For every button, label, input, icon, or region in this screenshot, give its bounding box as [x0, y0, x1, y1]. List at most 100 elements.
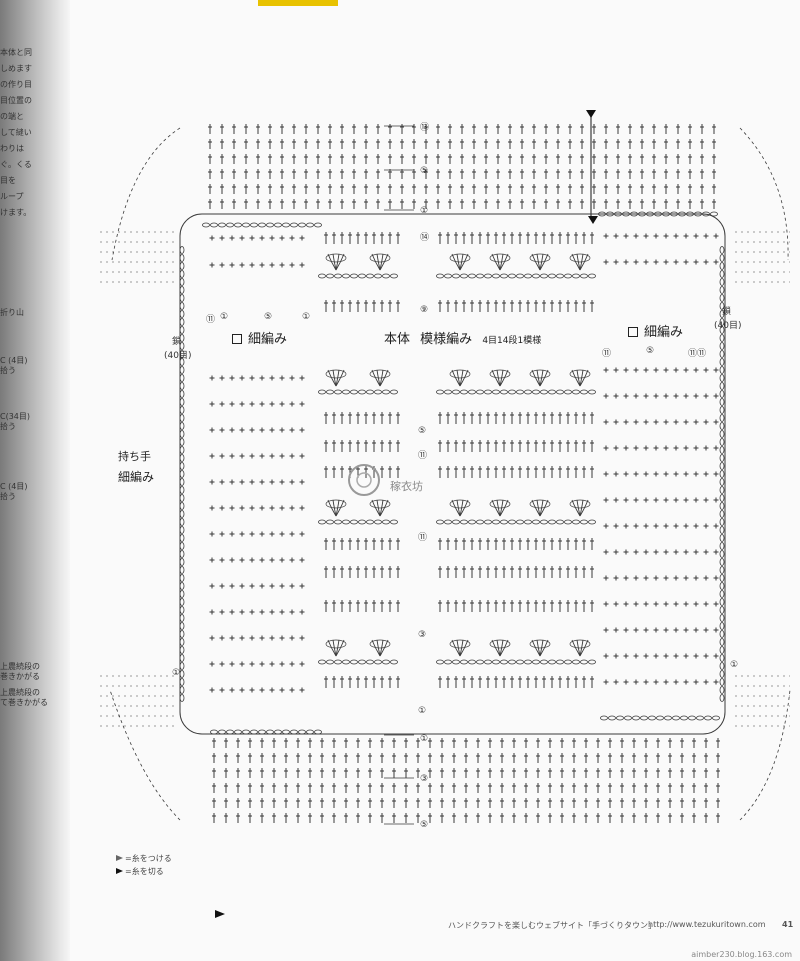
- shell-top-mark: [489, 639, 511, 649]
- double-crochet-mark: [380, 813, 384, 823]
- chain-stitch-mark: [476, 659, 484, 665]
- chain-stitch-mark: [326, 389, 334, 395]
- chain-stitch-mark: [179, 302, 185, 310]
- double-crochet-mark: [248, 753, 252, 763]
- double-crochet-mark: [344, 813, 348, 823]
- single-crochet-mark: [239, 479, 245, 485]
- single-crochet-mark: [279, 479, 285, 485]
- right-section-text: 細編み: [644, 325, 684, 340]
- single-crochet-mark: [279, 583, 285, 589]
- double-crochet-mark: [704, 798, 708, 808]
- double-crochet-mark: [208, 184, 212, 194]
- single-crochet-mark: [249, 375, 255, 381]
- row-marker: ①: [302, 312, 311, 322]
- double-crochet-mark: [440, 753, 444, 763]
- shell-top-mark: [449, 369, 471, 379]
- double-crochet-mark: [464, 813, 468, 823]
- double-crochet-mark: [364, 412, 368, 424]
- outer-arc-line: [739, 127, 789, 261]
- single-crochet-mark: [269, 235, 275, 241]
- single-crochet-mark: [633, 653, 639, 659]
- double-crochet-mark: [320, 768, 324, 778]
- double-crochet-mark: [308, 768, 312, 778]
- chain-stitch-mark: [719, 478, 725, 486]
- chain-stitch-mark: [588, 389, 596, 395]
- double-crochet-mark: [494, 566, 498, 578]
- double-crochet-mark: [412, 139, 416, 149]
- chain-stitch-mark: [630, 211, 638, 217]
- double-crochet-mark: [446, 676, 450, 688]
- double-crochet-mark: [536, 813, 540, 823]
- double-crochet-mark: [356, 753, 360, 763]
- chain-stitch-mark: [358, 273, 366, 279]
- double-crochet-mark: [392, 798, 396, 808]
- double-crochet-mark: [518, 466, 522, 478]
- double-crochet-mark: [542, 566, 546, 578]
- chain-stitch-mark: [719, 326, 725, 334]
- single-crochet-mark: [279, 661, 285, 667]
- single-crochet-mark: [299, 427, 305, 433]
- double-crochet-mark: [478, 412, 482, 424]
- double-crochet-mark: [208, 154, 212, 164]
- double-crochet-mark: [446, 440, 450, 452]
- double-crochet-mark: [582, 412, 586, 424]
- double-crochet-mark: [388, 538, 392, 550]
- chain-stitch-mark: [306, 729, 314, 735]
- double-crochet-mark: [712, 169, 716, 179]
- double-crochet-mark: [534, 232, 538, 244]
- single-crochet-mark: [239, 583, 245, 589]
- gutter-c34-note: C(34目): [0, 412, 31, 421]
- double-crochet-mark: [544, 154, 548, 164]
- shell-top-mark: [449, 639, 471, 649]
- single-crochet-mark: [693, 445, 699, 451]
- single-crochet-mark: [603, 393, 609, 399]
- double-crochet-mark: [550, 538, 554, 550]
- double-crochet-mark: [500, 798, 504, 808]
- double-crochet-mark: [340, 199, 344, 209]
- double-crochet-mark: [700, 199, 704, 209]
- double-crochet-mark: [510, 566, 514, 578]
- chain-stitch-mark: [318, 519, 326, 525]
- single-crochet-mark: [613, 419, 619, 425]
- single-crochet-mark: [603, 471, 609, 477]
- double-crochet-mark: [356, 798, 360, 808]
- double-crochet-mark: [340, 139, 344, 149]
- double-crochet-mark: [452, 738, 456, 748]
- double-crochet-mark: [232, 169, 236, 179]
- double-crochet-mark: [454, 600, 458, 612]
- double-crochet-mark: [220, 184, 224, 194]
- double-crochet-mark: [392, 783, 396, 793]
- chain-stitch-mark: [532, 519, 540, 525]
- double-crochet-mark: [676, 124, 680, 134]
- double-crochet-mark: [558, 440, 562, 452]
- double-crochet-mark: [664, 154, 668, 164]
- row-marker: ①: [420, 734, 429, 744]
- double-crochet-mark: [476, 753, 480, 763]
- chain-stitch-mark: [719, 334, 725, 342]
- double-crochet-mark: [568, 139, 572, 149]
- single-crochet-mark: [239, 375, 245, 381]
- double-crochet-mark: [712, 139, 716, 149]
- shell-top-mark: [369, 369, 391, 379]
- double-crochet-mark: [512, 813, 516, 823]
- double-crochet-mark: [256, 154, 260, 164]
- double-crochet-mark: [502, 600, 506, 612]
- chain-stitch-mark: [282, 222, 290, 228]
- double-crochet-mark: [580, 139, 584, 149]
- chain-stitch-mark: [306, 222, 314, 228]
- chain-stitch-mark: [719, 614, 725, 622]
- double-crochet-mark: [544, 184, 548, 194]
- double-crochet-mark: [462, 232, 466, 244]
- chain-stitch-mark: [719, 494, 725, 502]
- chain-stitch-mark: [686, 211, 694, 217]
- single-crochet-mark: [623, 523, 629, 529]
- single-crochet-mark: [259, 557, 265, 563]
- footer-url[interactable]: http://www.tezukuritown.com: [648, 920, 766, 929]
- double-crochet-mark: [500, 813, 504, 823]
- double-crochet-mark: [372, 440, 376, 452]
- chain-stitch-mark: [710, 211, 718, 217]
- chain-stitch-mark: [580, 659, 588, 665]
- double-crochet-mark: [652, 169, 656, 179]
- double-crochet-mark: [356, 768, 360, 778]
- chain-stitch-mark: [548, 519, 556, 525]
